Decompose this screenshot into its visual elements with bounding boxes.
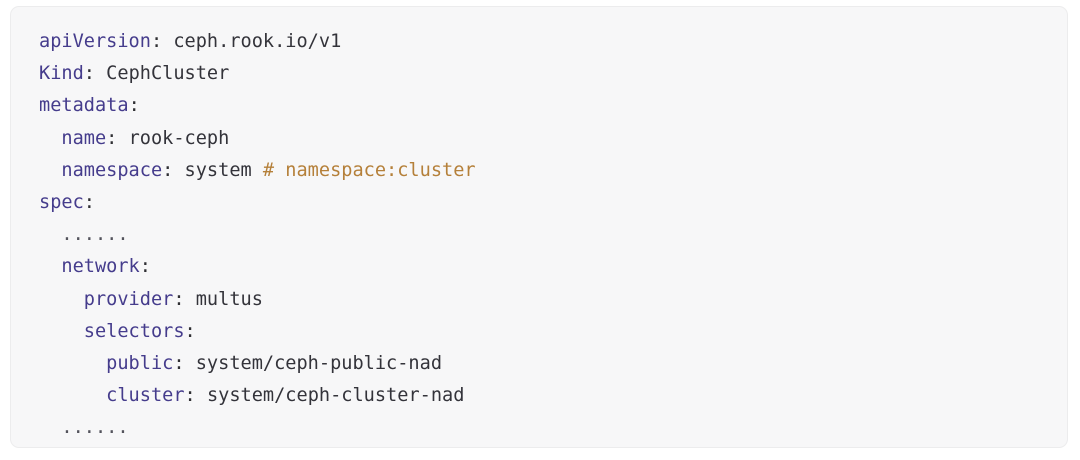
yaml-value: ceph.rook.io/v1 xyxy=(162,31,342,52)
yaml-key: provider xyxy=(83,288,174,310)
line-indent xyxy=(39,321,84,342)
yaml-colon: : xyxy=(173,352,185,374)
yaml-colon: : xyxy=(150,31,163,52)
yaml-key: network xyxy=(61,256,140,278)
code-line: network: xyxy=(39,251,1057,283)
yaml-colon: : xyxy=(184,385,196,407)
yaml-key: namespace xyxy=(61,159,163,181)
code-line: Kind: CephCluster xyxy=(39,58,1057,90)
ellipsis-marker: ...... xyxy=(61,224,129,246)
line-indent xyxy=(39,256,61,277)
yaml-key: public xyxy=(106,352,174,374)
yaml-key: metadata xyxy=(39,95,129,117)
yaml-key: spec xyxy=(39,191,84,213)
yaml-value: CephCluster xyxy=(94,63,230,85)
yaml-colon: : xyxy=(162,159,174,181)
code-line: spec: xyxy=(39,187,1057,219)
code-line: public: system/ceph-public-nad xyxy=(39,348,1057,380)
code-line: selectors: xyxy=(39,316,1057,348)
code-line: provider: multus xyxy=(39,284,1057,316)
ellipsis-marker: ...... xyxy=(61,417,129,439)
yaml-colon: : xyxy=(139,256,151,278)
yaml-comment: # namespace:cluster xyxy=(262,159,476,181)
line-indent xyxy=(39,224,61,245)
yaml-colon: : xyxy=(83,191,95,213)
yaml-colon: : xyxy=(128,95,140,117)
code-line: name: rook-ceph xyxy=(39,123,1057,155)
line-indent xyxy=(39,417,61,438)
line-indent xyxy=(39,128,61,149)
yaml-key: cluster xyxy=(106,385,185,407)
code-line: metadata: xyxy=(39,90,1057,122)
line-indent xyxy=(39,289,84,310)
yaml-value: multus xyxy=(184,288,263,310)
line-indent xyxy=(39,160,61,181)
yaml-value: system/ceph-public-nad xyxy=(184,352,443,374)
yaml-value: system/ceph-cluster-nad xyxy=(195,385,465,407)
yaml-colon: : xyxy=(83,63,95,85)
yaml-colon: : xyxy=(184,320,196,342)
code-line: cluster: system/ceph-cluster-nad xyxy=(39,380,1057,412)
code-line-ellipsis: ...... xyxy=(39,412,1057,444)
code-line: namespace: system # namespace:cluster xyxy=(39,155,1057,187)
yaml-colon: : xyxy=(173,288,185,310)
yaml-key: apiVersion xyxy=(39,31,151,52)
yaml-value: rook-ceph xyxy=(117,127,230,149)
code-line: apiVersion: ceph.rook.io/v1 xyxy=(39,26,1057,58)
line-indent xyxy=(39,353,106,374)
yaml-key: Kind xyxy=(39,63,84,85)
yaml-key: selectors xyxy=(83,320,185,342)
line-indent xyxy=(39,385,106,406)
yaml-colon: : xyxy=(106,127,118,149)
code-line-ellipsis: ...... xyxy=(39,219,1057,251)
yaml-key: name xyxy=(61,127,107,149)
yaml-value: system xyxy=(173,159,263,181)
